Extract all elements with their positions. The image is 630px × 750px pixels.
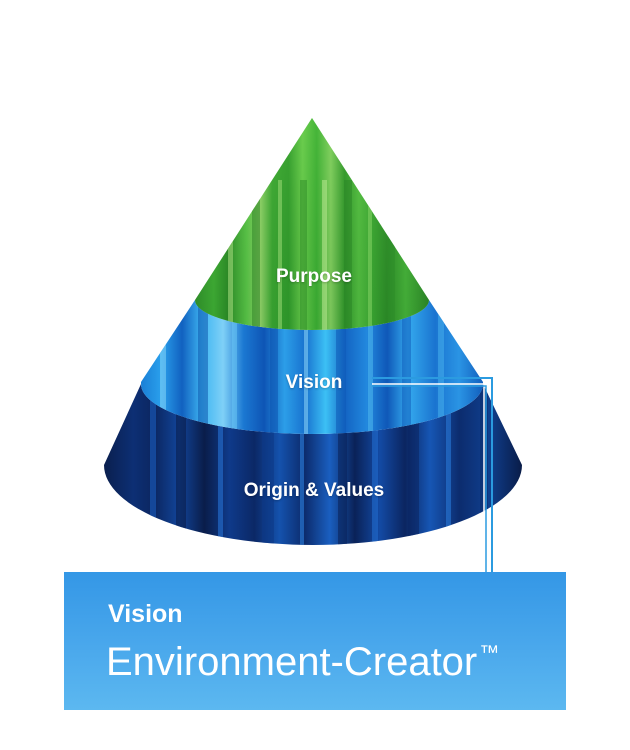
- vision-connector: [372, 377, 493, 572]
- tier-label-purpose: Purpose: [275, 266, 353, 287]
- info-box-title: Environment-Creator: [106, 640, 478, 684]
- info-box-subtitle: Vision: [108, 600, 183, 628]
- tier-label-origin-values: Origin & Values: [243, 480, 385, 501]
- tier-purpose: [195, 118, 429, 330]
- tier-origin-values: [104, 384, 522, 545]
- tier-vision: [141, 300, 483, 434]
- tier-label-vision: Vision: [285, 372, 343, 393]
- trademark-symbol: ™: [479, 642, 500, 664]
